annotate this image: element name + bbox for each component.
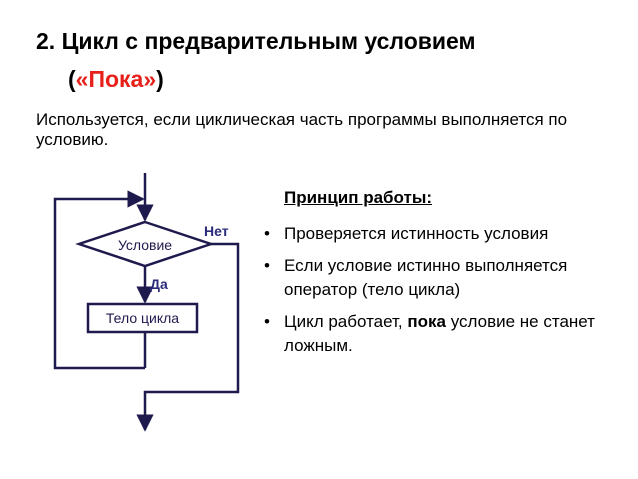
bullet-icon: • [264,224,270,243]
principle-item-text: Проверяется истинность условия [284,224,549,243]
principle-item-keyword: пока [407,312,446,331]
condition-label: Условие [118,237,172,253]
body-box [86,302,199,334]
no-label: Нет [204,223,229,239]
principle-item-2: • Если условие истинно выполняется операт… [264,254,614,302]
yes-label: Да [150,276,168,292]
principle-item-text-before: Цикл работает, [284,312,408,331]
bullet-icon: • [264,312,270,331]
slide-title: 2. Цикл с предварительным условием [36,28,476,54]
slide-subtitle: («Пока») [68,66,164,93]
intro-text: Используется, если циклическая часть про… [36,110,568,149]
principle-item-3: • Цикл работает, пока условие не станет л… [264,310,614,358]
principle-item-text: Если условие истинно выполняется операто… [284,256,568,299]
subtitle-close-paren: ) [156,66,164,92]
subtitle-open-paren: ( [68,66,76,92]
body-label: Тело цикла [106,310,179,326]
bullet-icon: • [264,256,270,275]
no-line [136,242,240,432]
principle-heading: Принцип работы: [284,188,433,207]
principle-list: • Проверяется истинность условия • Если ус… [264,222,614,366]
principle-item-1: • Проверяется истинность условия [264,222,614,246]
subtitle-keyword: «Пока» [75,66,157,92]
loop-back-line [53,190,145,370]
principle-item-text-after: условие не станет ложным. [284,312,595,355]
